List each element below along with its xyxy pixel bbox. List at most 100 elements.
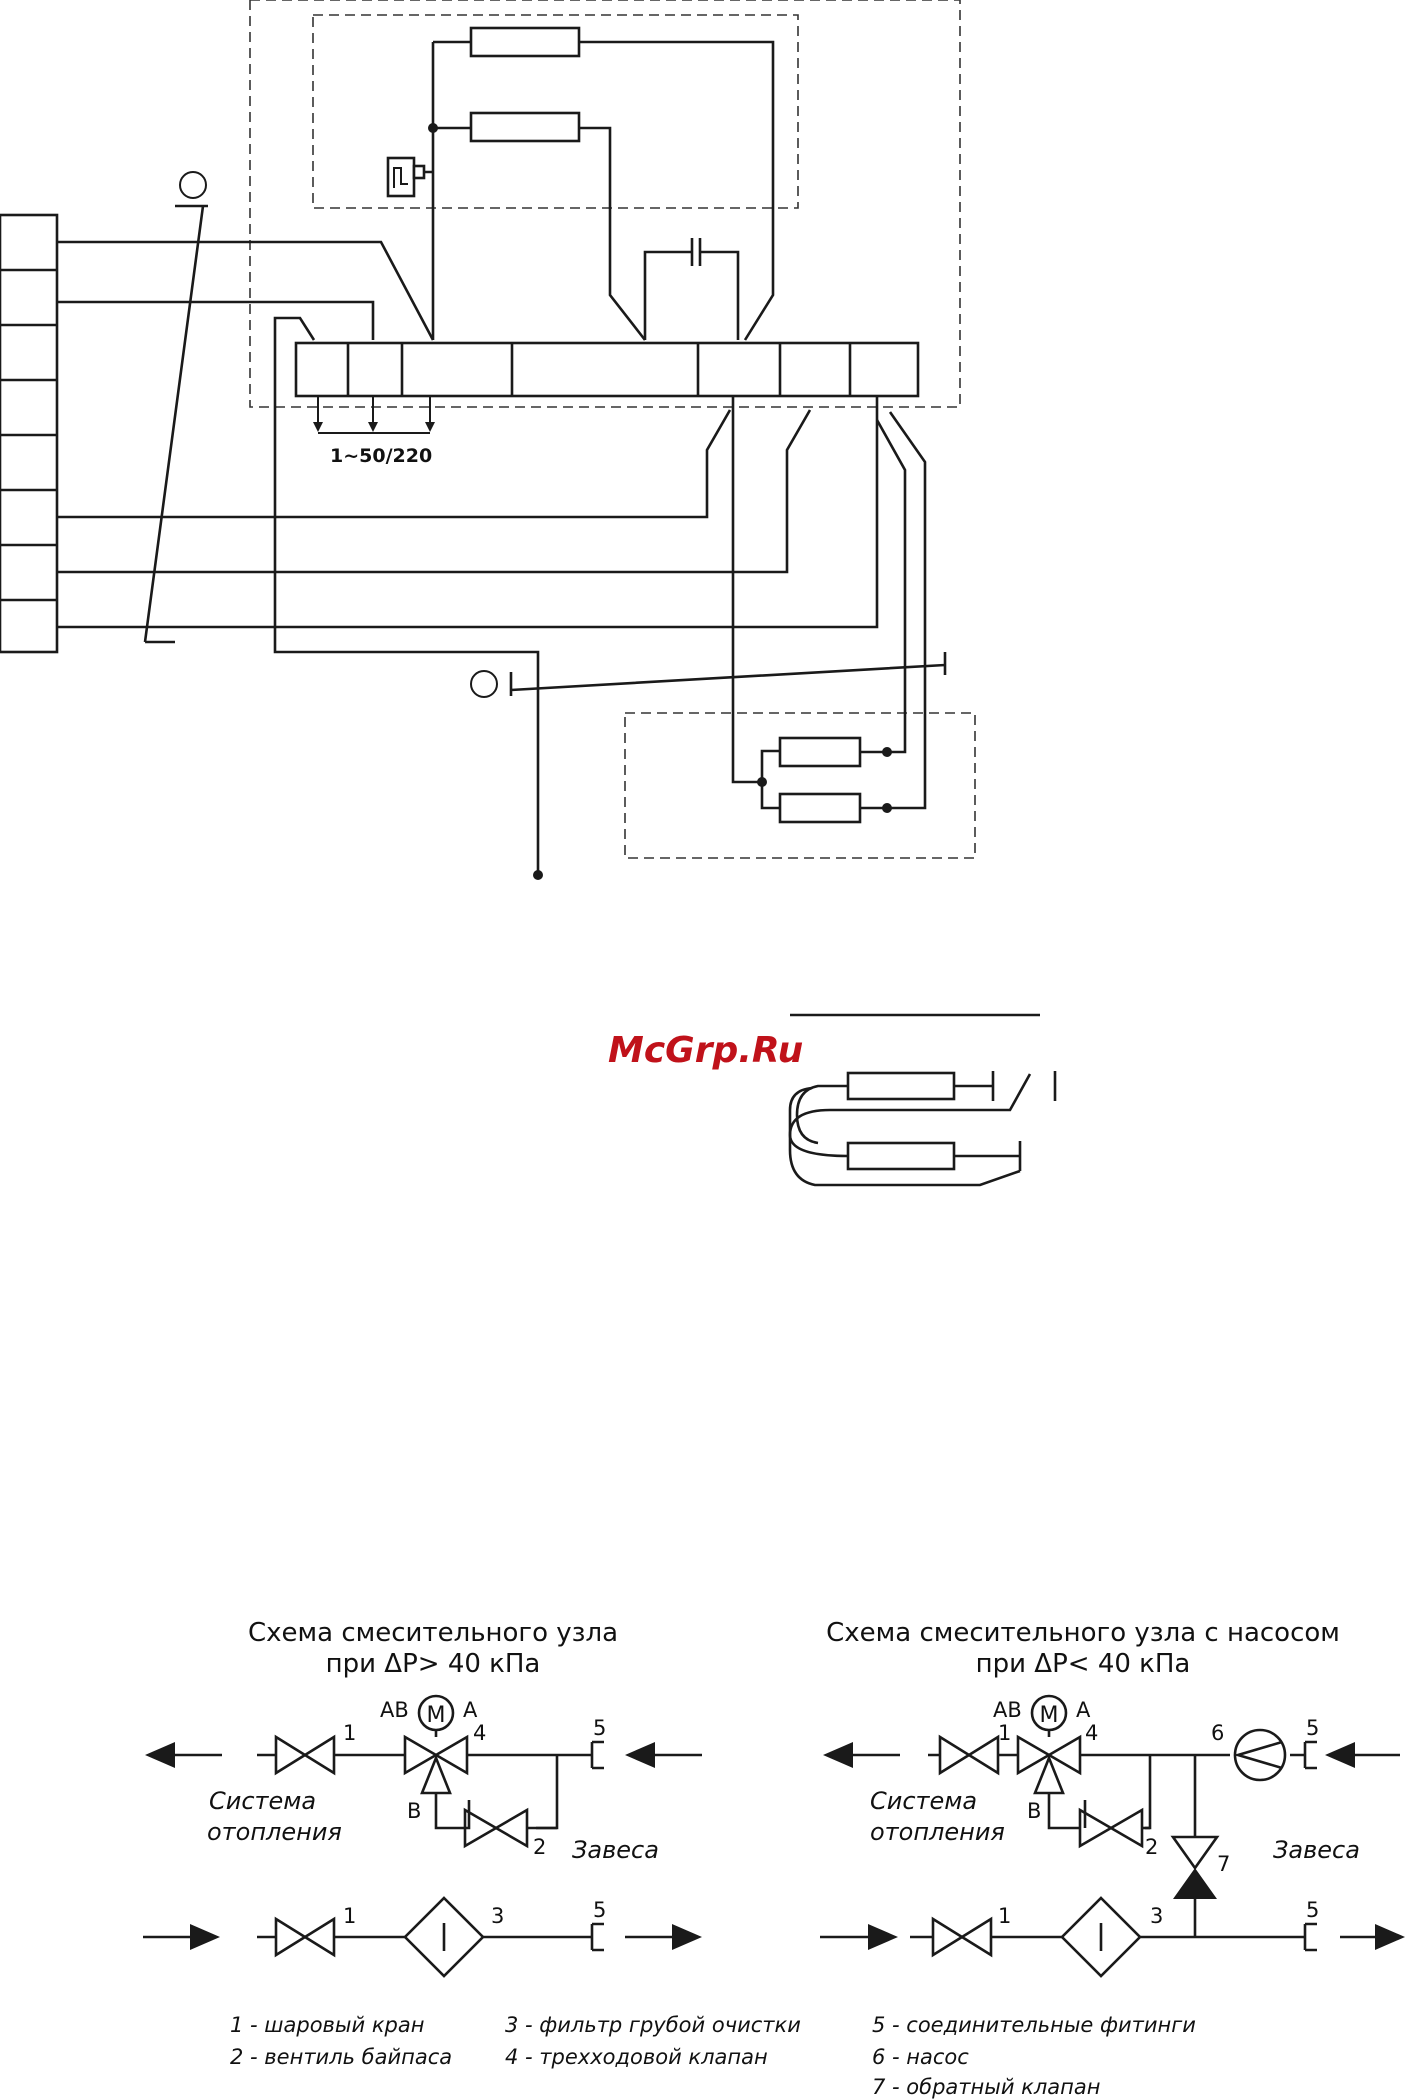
switch-contact-top: [179, 171, 207, 199]
watermark: McGrp.Ru: [608, 1030, 803, 1071]
port-ab: AB: [380, 1698, 409, 1722]
arrowhead-in-top: [625, 1742, 655, 1768]
port-ab: AB: [993, 1698, 1022, 1722]
three-way-valve-b: [420, 1754, 452, 1795]
earth-dot: [533, 870, 543, 880]
resistor-top: [469, 26, 581, 58]
fragment-resistor-1: [846, 1071, 956, 1101]
supply-arrows: [313, 422, 435, 432]
scheme-b-title-1: Схема смесительного узла с насосом: [826, 1618, 1340, 1648]
num-7: 7: [1217, 1852, 1230, 1876]
left-label-2: отопления: [870, 1818, 1005, 1846]
arrowhead-out-bottom: [1375, 1924, 1405, 1950]
filter: [403, 1896, 485, 1978]
junction-dot: [428, 123, 438, 133]
bypass-valve: [1078, 1807, 1144, 1849]
legend-item-1: 1 - шаровый кран: [230, 2013, 424, 2037]
wire-strip-4: [57, 409, 812, 574]
scheme-a: Схема смесительного узла при ΔP> 40 кПа …: [143, 1618, 702, 1978]
motor-label: M: [427, 1703, 446, 1728]
fan-motor-enclosure: [312, 14, 799, 209]
port-b: B: [407, 1799, 421, 1823]
fitting-top: [1303, 1740, 1317, 1770]
num-1-top: 1: [998, 1721, 1011, 1745]
num-3: 3: [491, 1904, 504, 1928]
num-4: 4: [473, 1721, 486, 1745]
three-way-valve: [403, 1734, 469, 1776]
port-b: B: [1027, 1799, 1041, 1823]
wire-capacitor: [643, 250, 740, 340]
motor-icon: [1030, 1694, 1068, 1732]
left-label-2: отопления: [207, 1818, 342, 1846]
three-way-valve-b: [1033, 1754, 1065, 1795]
pump-arrow: [1233, 1740, 1283, 1770]
num-1-bottom: 1: [998, 1904, 1011, 1928]
num-2: 2: [533, 1835, 546, 1859]
scheme-a-title-1: Схема смесительного узла: [248, 1618, 618, 1648]
wire-strip-2: [57, 300, 375, 340]
thermal-switch-symbol: [393, 167, 408, 188]
wire-strip-3: [57, 409, 732, 519]
bypass-valve: [463, 1807, 529, 1849]
fragment-resistor-2: [846, 1141, 956, 1171]
fragment-wires: [788, 1071, 1032, 1158]
right-label: Завеса: [572, 1836, 659, 1864]
legend-item-5: 5 - соединительные фитинги: [872, 2013, 1196, 2037]
bypass-link: [434, 1793, 465, 1830]
junction-dot: [882, 803, 892, 813]
wire-heater-right: [860, 411, 927, 810]
resistor-middle: [469, 111, 581, 143]
junction-dot: [757, 777, 767, 787]
legend-item-6: 6 - насос: [872, 2045, 969, 2069]
ball-valve-1-bottom: [931, 1916, 993, 1958]
legend-item-7: 7 - обратный клапан: [872, 2075, 1100, 2099]
pipe-top: [928, 1753, 1305, 1830]
thermal-switch-tab: [412, 164, 426, 180]
port-a: A: [463, 1698, 478, 1722]
controller-enclosure: [249, 0, 961, 408]
wire-top-resistor: [433, 40, 775, 341]
arrowhead-in-bottom: [868, 1924, 898, 1950]
check-valve-bottom: [1173, 1868, 1217, 1899]
heater-fragment: [788, 1013, 1057, 1187]
arrowhead-out-bottom: [672, 1924, 702, 1950]
capacitor-symbol: [690, 238, 702, 266]
fitting-bottom: [1303, 1922, 1317, 1952]
num-1-bottom: 1: [343, 1904, 356, 1928]
motor-label: M: [1040, 1703, 1059, 1728]
wire-heater-left: [731, 396, 780, 810]
fitting-top: [590, 1740, 604, 1770]
legend-item-4: 4 - трехходовой клапан: [505, 2045, 768, 2069]
bypass-link: [1047, 1793, 1080, 1830]
scheme-b: Схема смесительного узла с насосом при Δ…: [820, 1618, 1405, 1978]
switch-lever-bottom: [509, 652, 947, 696]
filter: [1060, 1896, 1142, 1978]
fitting-bottom: [590, 1922, 604, 1952]
left-label-1: Система: [870, 1787, 977, 1815]
num-5-top: 5: [593, 1716, 606, 1740]
ball-valve-1: [938, 1734, 1000, 1776]
wire-strip-1: [57, 240, 435, 341]
wire-middle-resistor: [431, 42, 647, 341]
arrowhead-out-top: [823, 1742, 853, 1768]
legend-item-3: 3 - фильтр грубой очистки: [505, 2013, 801, 2037]
num-5-bottom: 5: [1306, 1898, 1319, 1922]
scheme-b-title-2: при ΔP< 40 кПа: [976, 1649, 1191, 1679]
supply-taps: [317, 396, 431, 434]
left-label-1: Система: [209, 1787, 316, 1815]
connector-strip: [0, 213, 59, 654]
switch-contact-bottom: [470, 670, 498, 698]
num-2: 2: [1145, 1835, 1158, 1859]
legend: 1 - шаровый кран 2 - вентиль байпаса 3 -…: [230, 2013, 1196, 2099]
num-5-top: 5: [1306, 1716, 1319, 1740]
junction-dot: [882, 747, 892, 757]
num-4: 4: [1085, 1721, 1098, 1745]
ball-valve-1: [274, 1734, 336, 1776]
fragment-wires-2: [788, 1086, 1022, 1187]
arrowhead-in-top: [1325, 1742, 1355, 1768]
num-6: 6: [1211, 1721, 1224, 1745]
port-a: A: [1076, 1698, 1091, 1722]
switch-lever-top: [143, 204, 208, 644]
wiring-diagram: 1~50/220: [0, 0, 976, 880]
